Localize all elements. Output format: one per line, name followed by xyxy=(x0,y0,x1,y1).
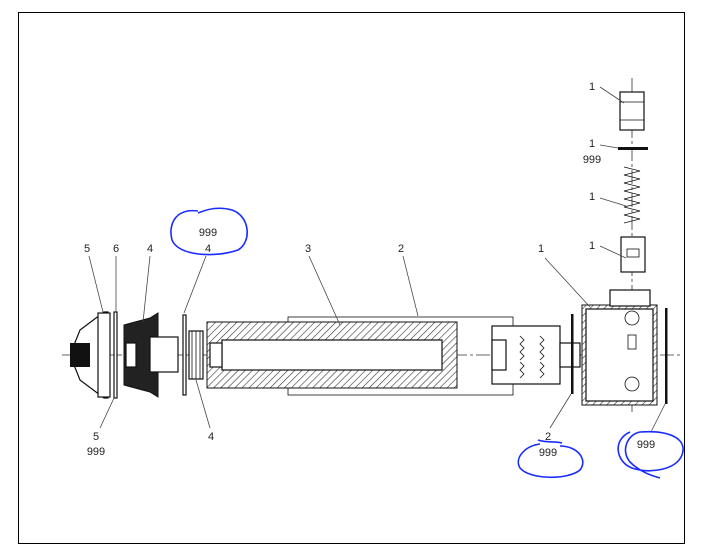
label-housing-1: 1 xyxy=(538,243,544,255)
label-ring-4-top: 4 xyxy=(205,243,211,255)
washer-2 xyxy=(571,314,574,394)
end-cap-part xyxy=(70,311,111,399)
cone-adapter-part xyxy=(123,312,179,398)
filter-element-part xyxy=(206,321,458,389)
label-top-1a: 1 xyxy=(589,81,595,93)
label-element-3: 3 xyxy=(305,243,311,255)
plug-part xyxy=(619,91,645,131)
label-washer-2-999: 999 xyxy=(539,447,557,459)
o-ring-6 xyxy=(113,311,118,399)
housing-part xyxy=(581,289,658,406)
label-thread-4-bottom: 4 xyxy=(208,431,214,443)
label-top-1d: 1 xyxy=(589,240,595,252)
label-ring-6: 6 xyxy=(113,243,119,255)
drawing-frame xyxy=(18,12,685,544)
label-cap-5-bottom-999: 999 xyxy=(87,446,105,458)
spring-part xyxy=(623,166,641,224)
label-tube-2: 2 xyxy=(398,243,404,255)
label-ring-4-top-999: 999 xyxy=(199,227,217,239)
label-top-999: 999 xyxy=(583,154,601,166)
label-cap-5-bottom: 5 xyxy=(93,431,99,443)
label-top-1b: 1 xyxy=(589,138,595,150)
annotation-circle-bottom-middle xyxy=(517,439,584,479)
o-ring-4 xyxy=(182,314,187,396)
seal-ring-part xyxy=(618,147,648,150)
label-housing-ring-999: 999 xyxy=(637,439,655,451)
label-washer-2: 2 xyxy=(545,431,551,443)
valve-piston-part xyxy=(620,236,646,273)
label-cone-4: 4 xyxy=(147,243,153,255)
label-cap-5: 5 xyxy=(84,243,90,255)
leader-lines xyxy=(88,86,666,433)
label-top-1c: 1 xyxy=(589,191,595,203)
annotation-circle-top-left xyxy=(170,207,248,256)
valve-assembly-part xyxy=(491,325,581,385)
housing-o-ring xyxy=(665,308,668,404)
annotation-circle-bottom-right xyxy=(617,430,684,479)
threaded-insert-part xyxy=(188,330,204,380)
